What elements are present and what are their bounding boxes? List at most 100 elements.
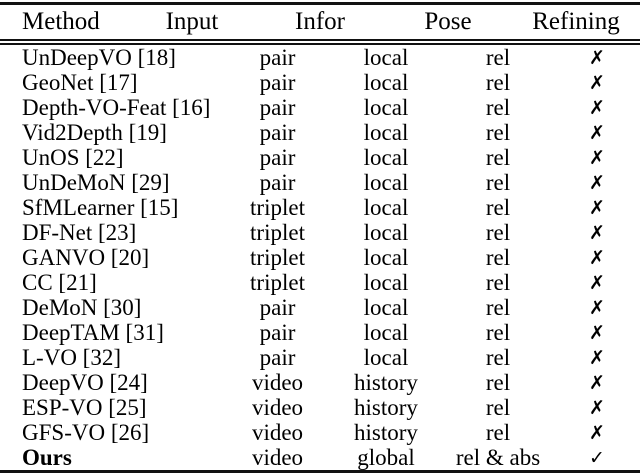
cell-infor: local [363,44,409,70]
cell-pose: rel [485,94,511,120]
cell-pose: rel [485,369,511,395]
column-header-refining: Refining [532,8,620,35]
cell-input: pair [259,294,296,320]
cell-pose: rel [485,44,511,70]
cell-infor: local [363,144,409,170]
cell-pose: rel [485,169,511,195]
cell-refining: ✗ [554,220,640,245]
cell-input: pair [259,44,296,70]
check-icon: ✓ [589,447,605,469]
cross-icon: ✗ [589,297,605,319]
cell-refining: ✗ [554,270,640,295]
cross-icon: ✗ [589,197,605,219]
cell-method: UnDeepVO [18] [22,44,176,70]
cell-input: triplet [250,269,305,295]
table-top-rule [0,2,640,5]
cell-method: SfMLearner [15] [22,194,179,220]
cell-pose: rel & abs [455,444,541,470]
cell-method: DeMoN [30] [22,294,142,320]
cell-infor: history [354,369,418,395]
column-header-input: Input [165,8,219,35]
cross-icon: ✗ [589,272,605,294]
cell-input: pair [259,169,296,195]
cross-icon: ✗ [589,222,605,244]
cell-pose: rel [485,194,511,220]
table-body: UnDeepVO [18] pair local rel ✗ GeoNet [17] pai… [0,45,640,470]
table-row: UnDeepVO [18] pair local rel ✗ [0,45,640,70]
table-header: Method Input Infor Pose Refining [0,5,640,39]
cell-input: pair [259,344,296,370]
cell-input: triplet [250,194,305,220]
cell-pose: rel [485,344,511,370]
table-header-row: Method Input Infor Pose Refining [0,5,640,39]
cell-input: video [251,369,304,395]
cell-method: DF-Net [23] [22,219,137,245]
cell-refining: ✗ [554,170,640,195]
cross-icon: ✗ [589,47,605,69]
cell-input: pair [259,119,296,145]
cell-input: pair [259,94,296,120]
cross-icon: ✗ [589,347,605,369]
cross-icon: ✗ [589,422,605,444]
cell-pose: rel [485,294,511,320]
cell-infor: global [357,444,415,470]
cross-icon: ✗ [589,147,605,169]
method-comparison-table: Method Input Infor Pose Refining [0,5,640,39]
cell-method: DeepTAM [31] [22,319,164,345]
cell-method: GANVO [20] [22,244,150,270]
cell-infor: local [363,69,409,95]
cell-method: ESP-VO [25] [22,394,147,420]
cell-refining: ✗ [554,195,640,220]
column-header-pose: Pose [424,8,472,35]
cross-icon: ✗ [589,322,605,344]
cell-refining: ✗ [554,45,640,70]
cell-pose: rel [485,394,511,420]
cell-refining: ✗ [554,345,640,370]
cell-input: video [251,394,304,420]
cell-infor: local [363,294,409,320]
cell-pose: rel [485,244,511,270]
cell-infor: local [363,94,409,120]
cell-refining: ✗ [554,295,640,320]
cell-input: triplet [250,244,305,270]
table-row: L-VO [32] pair local rel ✗ [0,345,640,370]
cell-method: Depth-VO-Feat [16] [22,94,211,120]
cell-refining: ✗ [554,320,640,345]
cell-infor: local [363,194,409,220]
cell-refining: ✗ [554,120,640,145]
cell-infor: local [363,344,409,370]
cell-input: pair [259,144,296,170]
cell-refining: ✗ [554,370,640,395]
column-header-method: Method [22,8,100,35]
cross-icon: ✗ [589,247,605,269]
cell-refining: ✗ [554,145,640,170]
cell-input: pair [259,69,296,95]
cross-icon: ✗ [589,397,605,419]
method-comparison-table-body: UnDeepVO [18] pair local rel ✗ GeoNet [17] pai… [0,45,640,470]
cell-refining: ✗ [554,395,640,420]
cell-method: UnDeMoN [29] [22,169,170,195]
cell-method: GeoNet [17] [22,69,138,95]
cell-method: L-VO [32] [22,344,121,370]
table-row: SfMLearner [15] triplet local rel ✗ [0,195,640,220]
cross-icon: ✗ [589,172,605,194]
table-header-rule-gap [0,41,640,43]
cross-icon: ✗ [589,372,605,394]
cell-method: Ours [22,444,72,470]
cell-input: triplet [250,219,305,245]
cross-icon: ✗ [589,72,605,94]
column-header-infor: Infor [295,8,345,35]
cell-infor: local [363,119,409,145]
